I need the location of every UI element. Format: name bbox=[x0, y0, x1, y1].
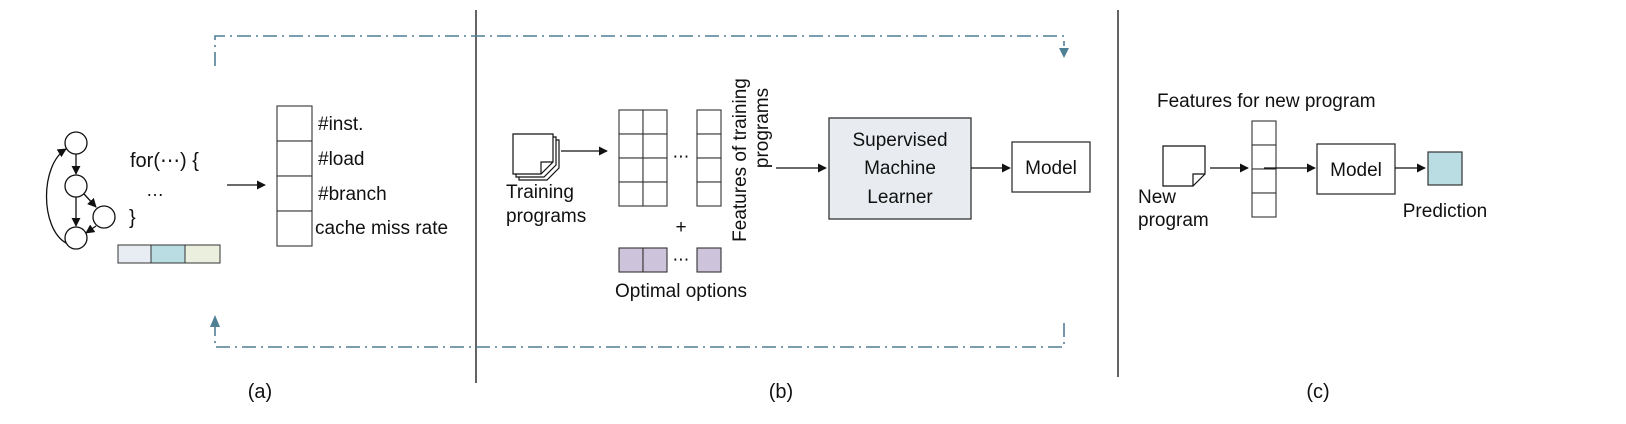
features-rotated-line1: Features of training bbox=[730, 78, 751, 242]
feedback-arrowhead-bottom bbox=[210, 315, 220, 327]
color-bar bbox=[117, 244, 221, 264]
optimal-options-label: Optimal options bbox=[615, 281, 747, 302]
color-bar-cell bbox=[150, 244, 186, 264]
cfg-node bbox=[64, 131, 88, 155]
model-box-c bbox=[1316, 143, 1396, 195]
new-label-line2: program bbox=[1138, 210, 1209, 231]
option-cell bbox=[618, 247, 644, 273]
model-box-b bbox=[1011, 141, 1091, 193]
learner-line2: Machine bbox=[864, 158, 936, 179]
control-flow-graph bbox=[45, 131, 116, 250]
training-programs-icon bbox=[512, 133, 560, 181]
new-program-icon bbox=[1162, 145, 1206, 187]
feature-matrix bbox=[618, 109, 722, 207]
model-label-b: Model bbox=[1025, 158, 1077, 179]
code-line-3: } bbox=[129, 207, 136, 229]
feature-label-inst: #inst. bbox=[318, 114, 363, 135]
feature-label-cache-miss: cache miss rate bbox=[315, 218, 448, 239]
color-bar-cell bbox=[117, 244, 152, 264]
matrix-ellipsis: ⋯ bbox=[673, 147, 690, 166]
prediction-label: Prediction bbox=[1403, 201, 1488, 222]
feature-label-load: #load bbox=[318, 149, 365, 170]
color-bar-cell bbox=[184, 244, 221, 264]
option-cell bbox=[642, 247, 668, 273]
plus-sign: + bbox=[675, 217, 686, 238]
optimal-options-row bbox=[618, 247, 722, 273]
cfg-node bbox=[92, 205, 116, 229]
learner-line1: Supervised bbox=[852, 130, 947, 151]
cfg-node bbox=[64, 174, 88, 198]
option-cell bbox=[696, 247, 722, 273]
feedback-arrowhead-top bbox=[1059, 48, 1069, 58]
new-features-title: Features for new program bbox=[1157, 91, 1376, 112]
features-rotated-line2: programs bbox=[752, 88, 773, 168]
feedback-loop bbox=[214, 35, 1065, 348]
training-label-line1: Training bbox=[506, 182, 574, 203]
feature-label-branch: #branch bbox=[318, 184, 387, 205]
new-feature-vector bbox=[1251, 120, 1277, 218]
feature-vector bbox=[276, 105, 313, 247]
learner-line3: Learner bbox=[867, 187, 933, 208]
options-ellipsis: ⋯ bbox=[673, 250, 690, 269]
supervised-learner-box bbox=[828, 117, 972, 220]
cfg-node bbox=[64, 226, 88, 250]
model-label-c: Model bbox=[1330, 160, 1382, 181]
training-label-line2: programs bbox=[506, 206, 586, 227]
new-label-line1: New bbox=[1138, 187, 1176, 208]
caption-a: (a) bbox=[248, 381, 272, 403]
caption-b: (b) bbox=[769, 381, 793, 403]
code-line-2: … bbox=[146, 180, 164, 200]
caption-c: (c) bbox=[1306, 381, 1329, 403]
prediction-box bbox=[1427, 151, 1463, 186]
code-line-1: for(⋯) { bbox=[130, 150, 199, 172]
